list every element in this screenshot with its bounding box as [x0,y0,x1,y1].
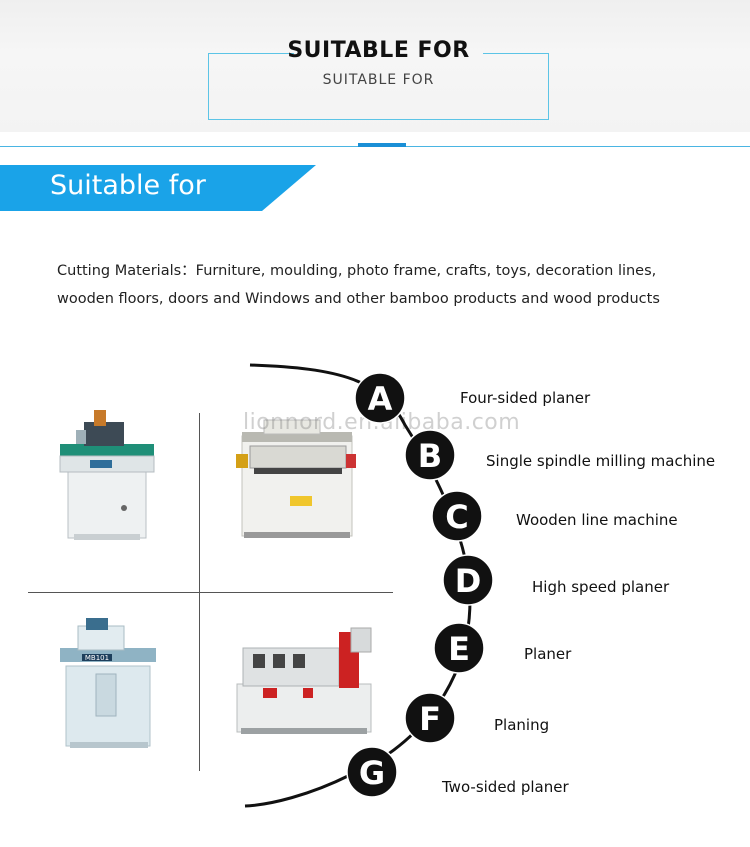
marker-circle-d [442,554,494,606]
application-label-g: Two-sided planer [442,778,569,796]
machine-image-four-sided-planer [236,627,372,734]
application-label-e: Planer [524,645,572,663]
marker-circle-f [404,692,456,744]
application-label-f: Planing [494,716,550,734]
page-title: SUITABLE FOR [287,38,470,63]
machine-image-spindle-moulder [59,410,155,540]
marker-letter-d: D [455,562,482,600]
description-line-1: Cutting Materials：Furniture, moulding, p… [57,263,657,279]
section-banner-label: Suitable for [50,170,206,201]
application-label-d: High speed planer [532,578,670,596]
marker-letter-f: F [419,700,441,738]
header-band [0,0,750,132]
machine-image-mb101: MB101 [60,618,156,748]
application-label-c: Wooden line machine [516,511,678,529]
section-banner [0,165,316,211]
marker-letter-a: A [368,380,393,418]
marker-circle-g [346,746,398,798]
marker-circle-c [431,490,483,542]
title-frame [208,53,549,120]
marker-circle-e [433,622,485,674]
page-subtitle: SUITABLE FOR [322,72,435,88]
application-label-a: Four-sided planer [460,389,591,407]
description: Cutting Materials：Furniture, moulding, p… [57,257,737,313]
marker-letter-g: G [359,754,385,792]
marker-letter-c: C [445,498,468,536]
marker-letter-e: E [448,630,470,668]
marker-circle-a [354,372,406,424]
marker-letter-b: B [418,437,442,475]
application-label-b: Single spindle milling machine [486,452,716,470]
description-line-2: wooden floors, doors and Windows and oth… [57,291,660,307]
separator-accent [358,143,406,147]
mb101-label: MB101 [85,654,109,662]
marker-circle-b [404,429,456,481]
machine-image-thickness-planer [236,419,356,538]
grid-divider-horizontal [28,592,393,593]
